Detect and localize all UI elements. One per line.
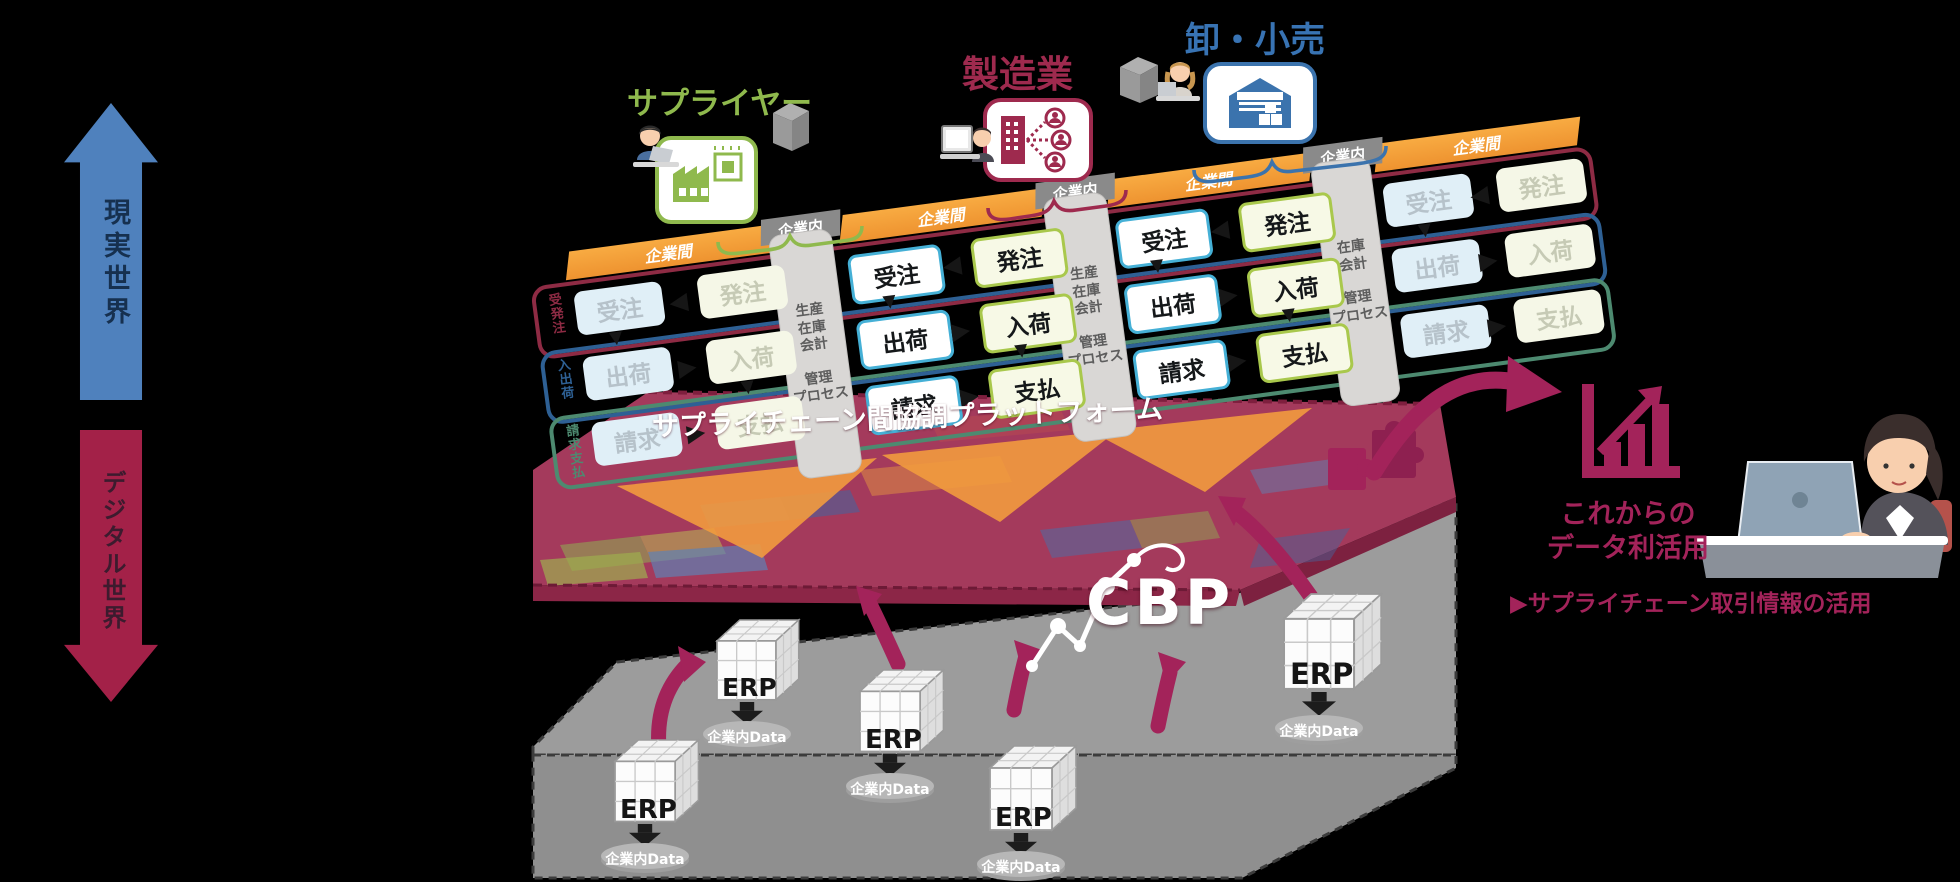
- erp-data-label: 企業内Data: [1278, 723, 1358, 740]
- arrow-down-icon: ▼: [1281, 304, 1297, 326]
- company-network-icon: [1001, 107, 1072, 173]
- erp-cube: ERP 企業内Data: [977, 745, 1077, 881]
- arrow-right-icon: ▶: [949, 315, 972, 346]
- supply-chain-data-use-bullet: ▶サプライチェーン取引情報の活用: [1510, 591, 1872, 617]
- erp-label: ERP: [995, 803, 1052, 833]
- arrow-down-icon: ▼: [1417, 219, 1433, 241]
- erp-label: ERP: [865, 725, 922, 755]
- arrow-down-icon: ▼: [881, 290, 898, 313]
- retail-label: 卸・小売: [1185, 21, 1326, 61]
- erp-label: ERP: [722, 673, 777, 702]
- ribbon-label: 企業間: [1184, 168, 1235, 195]
- manufacturer-label: 製造業: [962, 53, 1073, 96]
- erp-data-label: 企業内Data: [980, 859, 1060, 876]
- arrow-right-icon: ▶: [1485, 310, 1508, 341]
- arrow-right-icon: ▶: [1477, 244, 1500, 276]
- digital-world-label: デジタル世界: [98, 470, 126, 632]
- platform-name: CBP: [1086, 566, 1234, 639]
- erp-cube: ERP 企業内Data: [601, 739, 700, 873]
- bar-chart-icon: [1582, 384, 1680, 478]
- erp-cube: ERP 企業内Data: [703, 619, 800, 751]
- arrow-right-icon: ▶: [1226, 345, 1249, 376]
- band-billing-side-label: 請求支払: [562, 422, 585, 481]
- erp-cube: ERP 企業内Data: [1275, 592, 1383, 745]
- manufacturer-card: [983, 98, 1093, 182]
- retail-card: [1203, 62, 1317, 144]
- erp-data-label: 企業内Data: [849, 781, 929, 798]
- puzzle-pieces-icon: [1328, 421, 1424, 490]
- supplier-card: [655, 136, 758, 224]
- woman-at-laptop-illustration: [1696, 414, 1952, 578]
- process-line: 会計: [1338, 254, 1369, 275]
- data-utilization-line2: データ利活用: [1547, 532, 1709, 564]
- gray-base-slab: [531, 495, 1458, 880]
- arrow-left-icon: ◀: [667, 286, 690, 317]
- supplier-label: サプライヤー: [627, 86, 813, 122]
- warehouse-icon: [1229, 78, 1291, 128]
- arrow-down-icon: ▼: [608, 327, 624, 349]
- ribbon-label: 企業間: [917, 204, 967, 231]
- erp-data-label: 企業内Data: [706, 729, 786, 746]
- data-utilization-line1: これからの: [1560, 499, 1696, 530]
- erp-cube: ERP 企業内Data: [846, 669, 945, 803]
- arrow-right-icon: ▶: [1217, 279, 1240, 310]
- factory-icon: [673, 146, 743, 202]
- arrow-down-icon: ▼: [1013, 339, 1030, 362]
- arrow-left-icon: ◀: [1468, 179, 1491, 210]
- arrow-left-icon: ◀: [941, 249, 964, 281]
- process-line: 会計: [799, 335, 830, 355]
- process-line: 会計: [1073, 298, 1104, 319]
- package-box-icon: [1120, 57, 1158, 103]
- arrow-down-icon: ▼: [739, 376, 756, 398]
- band-shipping-side-label: 入出荷: [553, 357, 575, 402]
- ribbon-label: 企業間: [644, 240, 695, 267]
- erp-data-label: 企業内Data: [604, 851, 684, 868]
- arrow-right-icon: ▶: [676, 351, 699, 383]
- data-utilization-label: これからの データ利活用: [1528, 498, 1728, 566]
- erp-label: ERP: [620, 795, 677, 825]
- erp-label: ERP: [1290, 657, 1353, 691]
- arrow-down-icon: ▼: [1149, 255, 1166, 277]
- arrow-left-icon: ◀: [1208, 214, 1231, 245]
- real-world-label: 現実世界: [99, 198, 130, 330]
- ribbon-label: 企業間: [1452, 133, 1503, 159]
- band-order-side-label: 受発注: [545, 292, 566, 336]
